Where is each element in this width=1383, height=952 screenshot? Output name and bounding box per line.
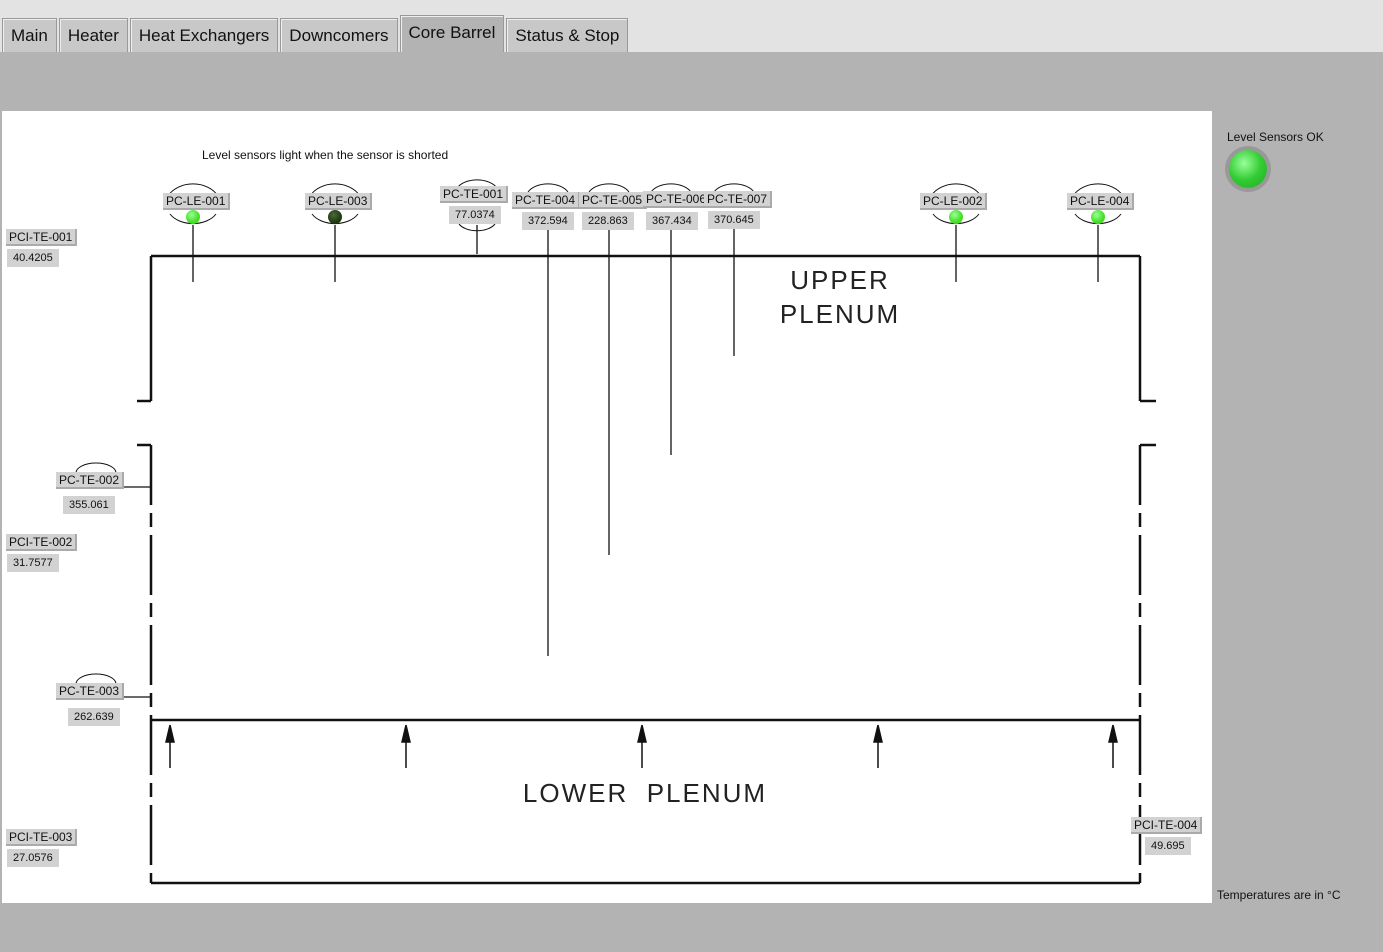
flow-arrows <box>165 724 1118 768</box>
inlet-sensor-label: PCI-TE-004 <box>1131 817 1203 834</box>
level-sensor-label: PC-LE-003 <box>305 193 373 210</box>
probe-arcs <box>75 179 1124 685</box>
probe-label: PC-TE-002 <box>56 472 125 489</box>
inlet-sensor-label: PCI-TE-001 <box>6 229 78 246</box>
tab-main[interactable]: Main <box>2 18 57 52</box>
level-sensor-note: Level sensors light when the sensor is s… <box>202 148 449 162</box>
inlet-sensor-value: 31.7577 <box>7 554 59 572</box>
level-sensor-label: PC-LE-002 <box>920 193 988 210</box>
probe-value: 367.434 <box>646 212 698 230</box>
probe-lines <box>120 225 1099 698</box>
level-sensor-led <box>328 210 342 224</box>
diagram-panel <box>2 111 1212 903</box>
inlet-sensor-label: PCI-TE-002 <box>6 534 78 551</box>
tab-bar: Main Heater Heat Exchangers Downcomers C… <box>0 0 1383 52</box>
probe-label: PC-TE-001 <box>440 186 509 203</box>
probe-value: 372.594 <box>522 212 574 230</box>
tab-status-stop[interactable]: Status & Stop <box>506 18 629 52</box>
level-sensor-label: PC-LE-001 <box>163 193 231 210</box>
level-sensors-ok-indicator <box>1225 146 1271 192</box>
level-sensors-ok-label: Level Sensors OK <box>1227 130 1324 144</box>
level-sensor-led <box>186 210 200 224</box>
probe-value: 262.639 <box>68 708 120 726</box>
inlet-sensor-value: 27.0576 <box>7 849 59 867</box>
probe-value: 228.863 <box>582 212 634 230</box>
probe-label: PC-TE-007 <box>704 191 773 208</box>
tab-downcomers[interactable]: Downcomers <box>280 18 398 52</box>
vessel-outline <box>137 254 1156 885</box>
probe-label: PC-TE-006 <box>643 191 712 208</box>
level-sensor-led <box>1091 210 1105 224</box>
level-sensor-led <box>949 210 963 224</box>
lower-plenum-label: LOWER PLENUM <box>522 778 768 808</box>
tab-core-barrel[interactable]: Core Barrel <box>399 15 505 52</box>
tab-heater[interactable]: Heater <box>58 18 128 52</box>
inlet-sensor-value: 40.4205 <box>7 249 59 267</box>
tab-heat-exchangers[interactable]: Heat Exchangers <box>129 18 279 52</box>
probe-label: PC-TE-004 <box>512 192 581 209</box>
probe-value: 77.0374 <box>449 206 501 224</box>
probe-label: PC-TE-005 <box>579 192 648 209</box>
inlet-sensor-label: PCI-TE-003 <box>6 829 78 846</box>
level-sensor-label: PC-LE-004 <box>1067 193 1135 210</box>
probe-value: 355.061 <box>63 496 115 514</box>
units-note: Temperatures are in °C <box>1217 888 1341 902</box>
probe-label: PC-TE-003 <box>56 683 125 700</box>
inlet-sensor-value: 49.695 <box>1145 837 1191 855</box>
probe-value: 370.645 <box>708 211 760 229</box>
